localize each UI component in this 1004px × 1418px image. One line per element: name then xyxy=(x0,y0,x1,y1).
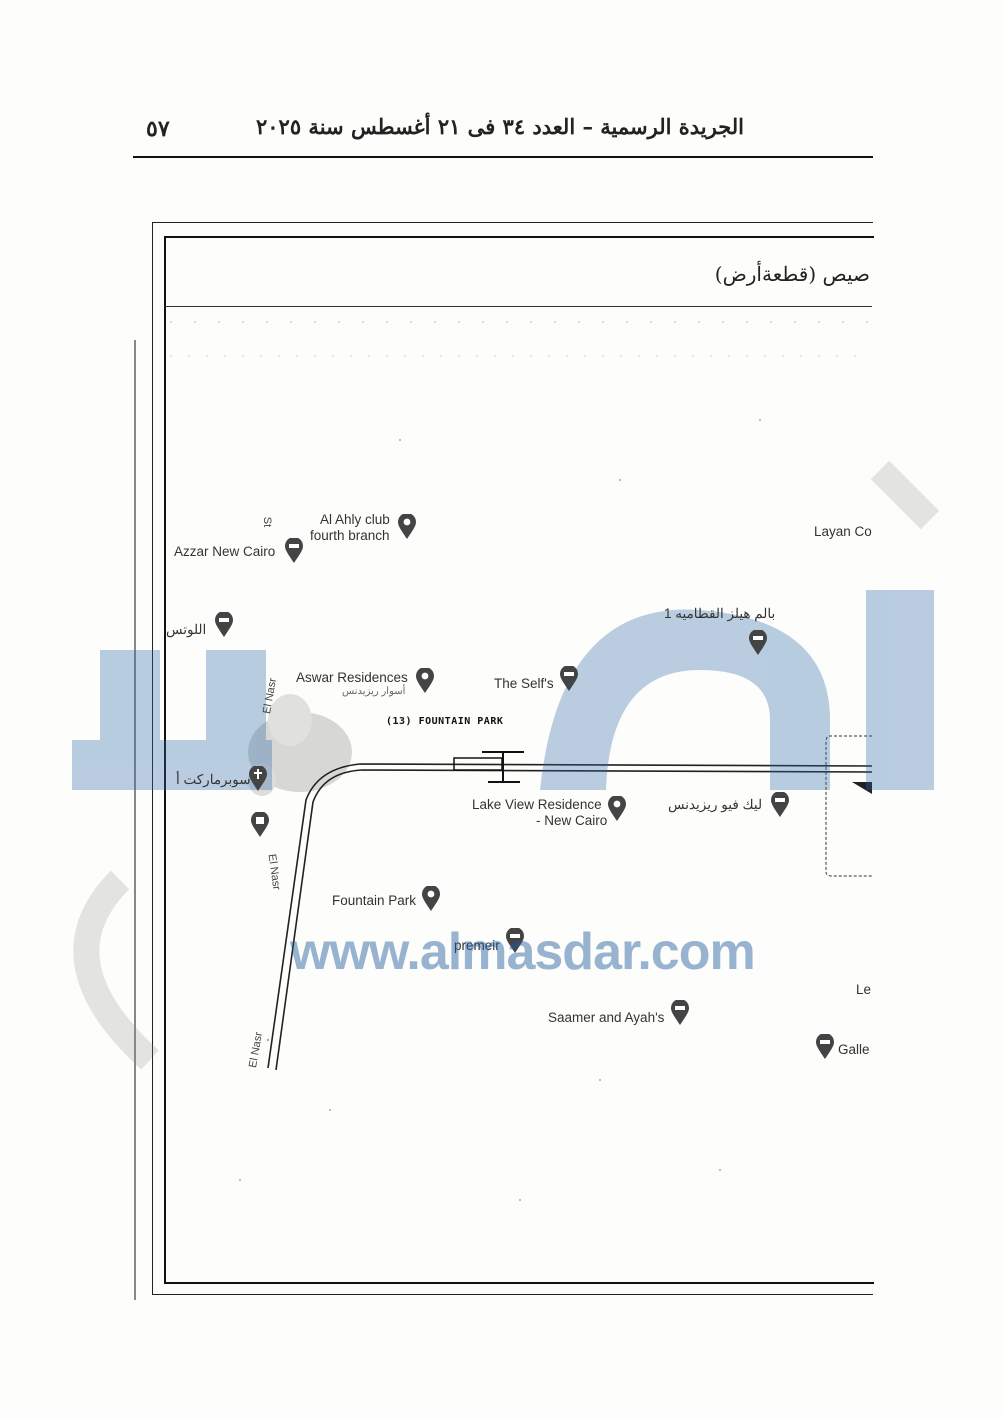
header-rule xyxy=(133,156,873,158)
street-label-st: St xyxy=(261,516,274,528)
plot-title: صيص (قطعةأرض) xyxy=(714,262,870,286)
hotel-pin-icon xyxy=(560,666,578,691)
place-label-fountain-park: Fountain Park xyxy=(332,893,417,908)
hotel-pin-icon xyxy=(771,792,789,817)
shop-pin-icon xyxy=(251,812,269,837)
place-label-al-ahly-club: Al Ahly club xyxy=(320,512,390,527)
place-label-lotus: اللوتس xyxy=(166,622,207,637)
hotel-pin-icon xyxy=(749,630,767,655)
boundary-arrow xyxy=(852,782,872,794)
place-label-palm-hills: بالم هيلز القطاميه 1 xyxy=(664,606,776,621)
place-pin-icon xyxy=(422,886,440,911)
scan-edge xyxy=(134,340,136,1300)
place-label-le: Le xyxy=(856,982,872,997)
running-head: الجريدة الرسمية – العدد ٣٤ فى ٢١ أغسطس س… xyxy=(256,114,744,139)
place-label-lake-view-ar: ليك فيو ريزيدنس xyxy=(668,797,763,812)
place-label-azzar-new-cairo: Azzar New Cairo xyxy=(174,544,276,559)
place-pin-icon xyxy=(398,514,416,539)
hotel-pin-icon xyxy=(506,928,524,953)
map-noise xyxy=(239,419,761,1201)
inner-frame xyxy=(164,236,874,1284)
place-label-lake-view-residence: Lake View Residence xyxy=(472,797,602,812)
place-label-aswar-residences: Aswar Residences xyxy=(296,670,408,685)
hotel-pin-icon xyxy=(215,612,233,637)
title-band-rule xyxy=(164,306,872,307)
place-label-fourth-branch: fourth branch xyxy=(310,528,390,543)
place-label-layan-co: Layan Co xyxy=(814,524,872,539)
place-label-supermarket: سوبرماركت أ xyxy=(176,772,251,787)
place-label-new-cairo: - New Cairo xyxy=(536,813,608,828)
plot-boundary-dashed xyxy=(825,735,872,877)
place-label-premeir: premeir xyxy=(454,938,500,953)
shop-pin-icon xyxy=(249,766,267,791)
hotel-pin-icon xyxy=(816,1034,834,1059)
hotel-pin-icon xyxy=(671,1000,689,1025)
plot-id-label: (13) FOUNTAIN PARK xyxy=(386,716,504,727)
page-number: ٥٧ xyxy=(146,116,170,142)
place-pin-icon xyxy=(608,796,626,821)
hotel-pin-icon xyxy=(285,538,303,563)
place-pin-icon xyxy=(416,668,434,693)
place-label-the-selfs: The Self's xyxy=(494,676,554,691)
outer-frame xyxy=(152,222,873,1295)
place-label-aswar-ar: أسوار ريزيدنس xyxy=(342,686,406,697)
el-nasr-road-edge xyxy=(275,769,873,1071)
bridge-symbol xyxy=(482,751,524,783)
watermark-url: www.almasdar.com xyxy=(290,923,756,981)
place-label-saamer-ayah: Saamer and Ayah's xyxy=(548,1010,665,1025)
el-nasr-road xyxy=(267,763,873,1069)
place-label-galle: Galle xyxy=(838,1042,870,1057)
